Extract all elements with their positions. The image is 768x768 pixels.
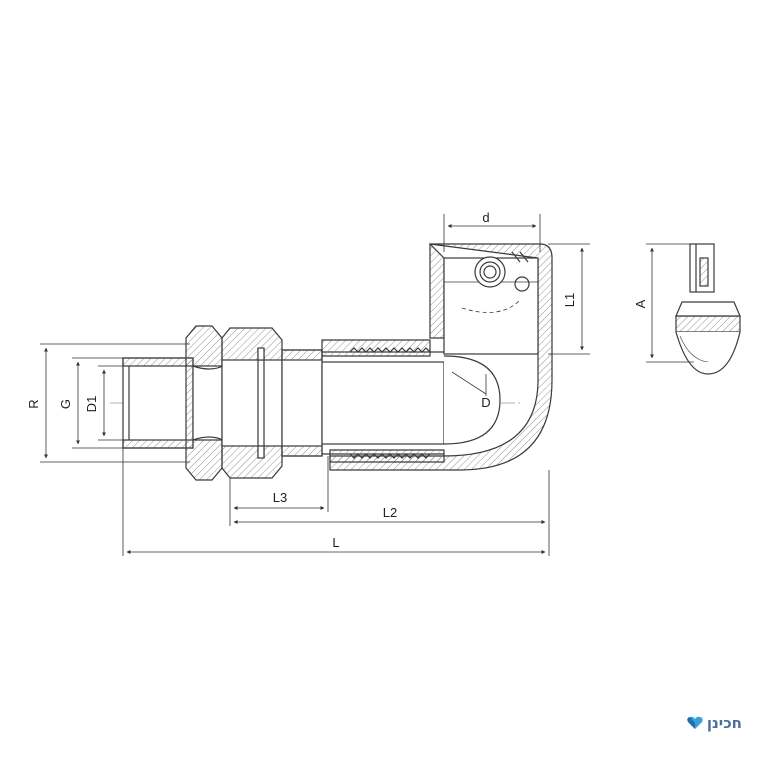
brand-logo: חכינן [687, 714, 742, 732]
label-a: A [633, 299, 648, 308]
label-l1: L1 [562, 293, 577, 307]
label-d1: D1 [84, 396, 99, 413]
label-d: d [482, 210, 489, 225]
label-l: L [332, 535, 339, 550]
label-d-inner: D [481, 395, 490, 410]
label-r: R [26, 399, 41, 408]
label-g: G [58, 399, 73, 409]
heart-icon [687, 716, 703, 729]
label-l2: L2 [383, 505, 397, 520]
dimension-lines [40, 214, 694, 556]
fitting-side-view [675, 243, 741, 375]
logo-text: חכינן [706, 714, 742, 732]
fitting-main-body [110, 242, 553, 481]
label-l3: L3 [273, 490, 287, 505]
